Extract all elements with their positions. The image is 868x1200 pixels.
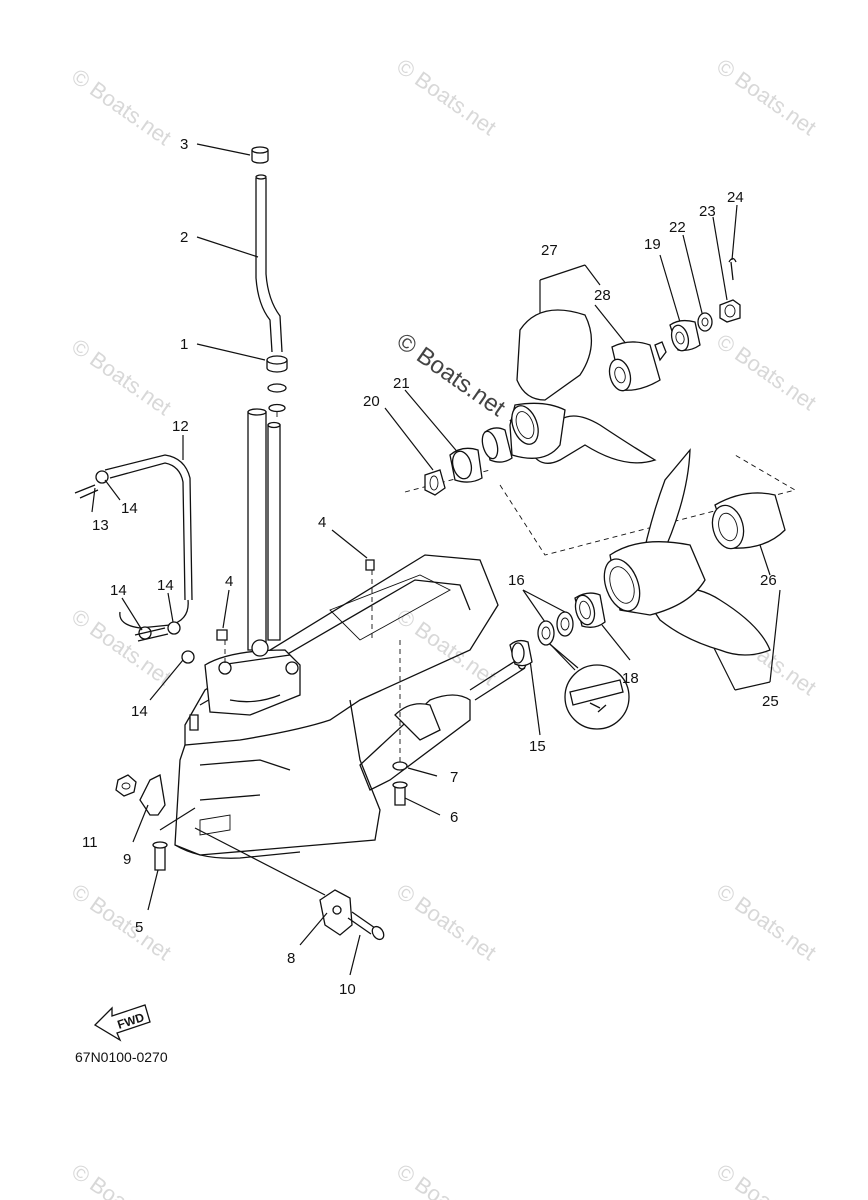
callout-14-mid: 14 — [157, 577, 174, 594]
callout-6: 6 — [450, 809, 458, 826]
callout-19: 19 — [644, 236, 661, 253]
watermark-10: © Boats.net — [392, 879, 501, 966]
watermark-7: © Boats.net — [392, 604, 501, 691]
callout-28: 28 — [594, 287, 611, 304]
lower-propeller-assembly — [509, 448, 786, 730]
callout-labels: 3 2 1 12 14 13 14 14 14 4 4 11 9 5 7 6 8… — [82, 136, 779, 998]
dowel-4b — [365, 559, 375, 571]
watermark-6: © Boats.net — [67, 604, 176, 691]
propeller-shaft — [469, 657, 526, 701]
callout-2: 2 — [180, 229, 188, 246]
callout-8: 8 — [287, 950, 295, 967]
anode-9 — [139, 774, 166, 816]
callout-10: 10 — [339, 981, 356, 998]
drive-shaft — [247, 408, 281, 651]
hose-assembly — [74, 454, 195, 664]
callout-26: 26 — [760, 572, 777, 589]
nut-11 — [115, 774, 137, 797]
callout-14-bottom: 14 — [131, 703, 148, 720]
watermark-9: © Boats.net — [67, 879, 176, 966]
watermark-4: © Boats.net — [67, 334, 176, 421]
washer-16b — [556, 611, 574, 637]
callout-22: 22 — [669, 219, 686, 236]
watermark-14: © Boats.net — [712, 1159, 821, 1200]
callout-27: 27 — [541, 242, 558, 259]
callout-25: 25 — [762, 693, 779, 710]
watermark-3: © Boats.net — [712, 54, 821, 141]
fwd-arrow-icon — [93, 1004, 151, 1042]
watermark-5: © Boats.net — [712, 329, 821, 416]
leader-lines — [91, 143, 781, 976]
cotter-pin-24 — [728, 257, 737, 281]
callout-14-top: 14 — [121, 500, 138, 517]
callout-18: 18 — [622, 670, 639, 687]
callout-24: 24 — [727, 189, 744, 206]
callout-16: 16 — [508, 572, 525, 589]
washer-22 — [697, 312, 713, 332]
watermark-12: © Boats.net — [67, 1159, 176, 1200]
water-tube — [255, 178, 283, 353]
propeller-27-blade-1 — [516, 309, 593, 401]
upper-propeller-assembly — [424, 257, 741, 496]
small-hardware — [115, 559, 408, 941]
water-tube-assembly — [251, 146, 288, 413]
washer-20 — [424, 469, 446, 496]
hose-12 — [104, 454, 193, 601]
callout-1: 1 — [180, 336, 188, 353]
callout-15: 15 — [529, 738, 546, 755]
callout-3: 3 — [180, 136, 188, 153]
callout-4-top: 4 — [318, 514, 326, 531]
callout-12: 12 — [172, 418, 189, 435]
fwd-arrow: FWD — [93, 1004, 151, 1042]
callout-20: 20 — [363, 393, 380, 410]
callout-13: 13 — [92, 517, 109, 534]
watermark-13: © Boats.net — [392, 1159, 501, 1200]
dowel-4a — [216, 629, 228, 641]
callout-11: 11 — [82, 834, 98, 851]
washer-7 — [392, 761, 408, 771]
callout-9: 9 — [123, 851, 131, 868]
watermark-11: © Boats.net — [712, 879, 821, 966]
lower-casing — [174, 554, 527, 859]
watermark-2: © Boats.net — [392, 54, 501, 141]
callout-23: 23 — [699, 203, 716, 220]
callout-21: 21 — [393, 375, 410, 392]
bolt-5 — [154, 844, 166, 871]
callout-14-left: 14 — [110, 582, 127, 599]
watermark-1: © Boats.net — [67, 64, 176, 151]
callout-5: 5 — [135, 919, 143, 936]
nut-23 — [719, 299, 741, 323]
bolt-10 — [347, 911, 376, 935]
callout-4-left: 4 — [225, 573, 233, 590]
callout-7: 7 — [450, 769, 458, 786]
washer-16a — [537, 620, 555, 646]
diagram-code: 67N0100-0270 — [75, 1049, 168, 1065]
